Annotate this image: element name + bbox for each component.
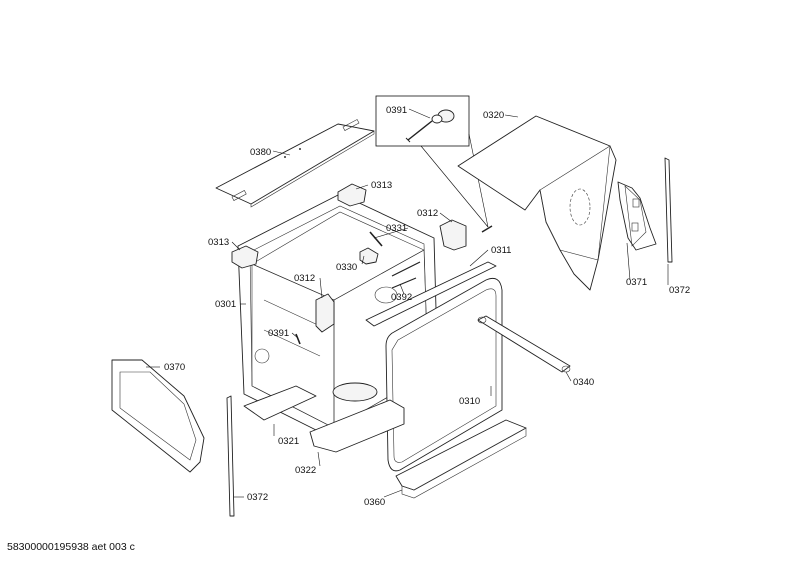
label-0321: 0321: [278, 436, 299, 447]
part-0370-side-panel: [111, 359, 205, 473]
part-0360-kick-plate: [395, 419, 527, 499]
label-0391-inset: 0391: [386, 105, 407, 116]
label-0312-right: 0312: [417, 208, 438, 219]
label-0313-top: 0313: [371, 180, 392, 191]
label-0322: 0322: [295, 465, 316, 476]
label-0330: 0330: [336, 262, 357, 273]
document-code: 58300000195938 aet 003 c: [7, 541, 135, 553]
label-0311: 0311: [491, 245, 511, 256]
label-0370: 0370: [164, 362, 185, 373]
label-0380: 0380: [250, 147, 271, 158]
label-0391-mid: 0391: [268, 328, 289, 339]
label-0320: 0320: [483, 110, 504, 121]
label-0340: 0340: [573, 377, 594, 388]
label-0360: 0360: [364, 497, 385, 508]
label-0372-right: 0372: [669, 285, 690, 296]
label-0371: 0371: [626, 277, 647, 288]
label-0310: 0310: [459, 396, 480, 407]
inset-box-0391: [375, 95, 489, 228]
part-0313-brackets: [231, 183, 367, 269]
part-0330-0331-small: [359, 231, 383, 265]
part-0380-top-strip: [215, 119, 375, 208]
part-0311-rail: [365, 261, 497, 327]
part-0320-insulation-mat: [457, 115, 617, 291]
leader-lines: [146, 108, 669, 498]
part-0371-side-panel: [617, 181, 657, 251]
part-0340-rod: [477, 315, 571, 373]
label-0392: 0392: [391, 292, 412, 303]
label-0312-mid: 0312: [294, 273, 315, 284]
label-0301: 0301: [215, 299, 236, 310]
label-0313-left: 0313: [208, 237, 229, 248]
part-labels: 0391 0320 0380 0313 0313 0312 0331 0330 …: [164, 105, 690, 508]
part-0372-left-strip: [226, 395, 235, 517]
part-0391-screws: [295, 225, 493, 345]
part-0392-screws: [391, 261, 421, 289]
label-0331: 0331: [386, 223, 407, 234]
label-0372-left: 0372: [247, 492, 268, 503]
part-0321-0322-base: [243, 385, 405, 453]
part-0310-door-seal: [385, 277, 503, 472]
part-0312-hinges: [315, 219, 467, 333]
part-0372-right-strip: [664, 157, 673, 263]
